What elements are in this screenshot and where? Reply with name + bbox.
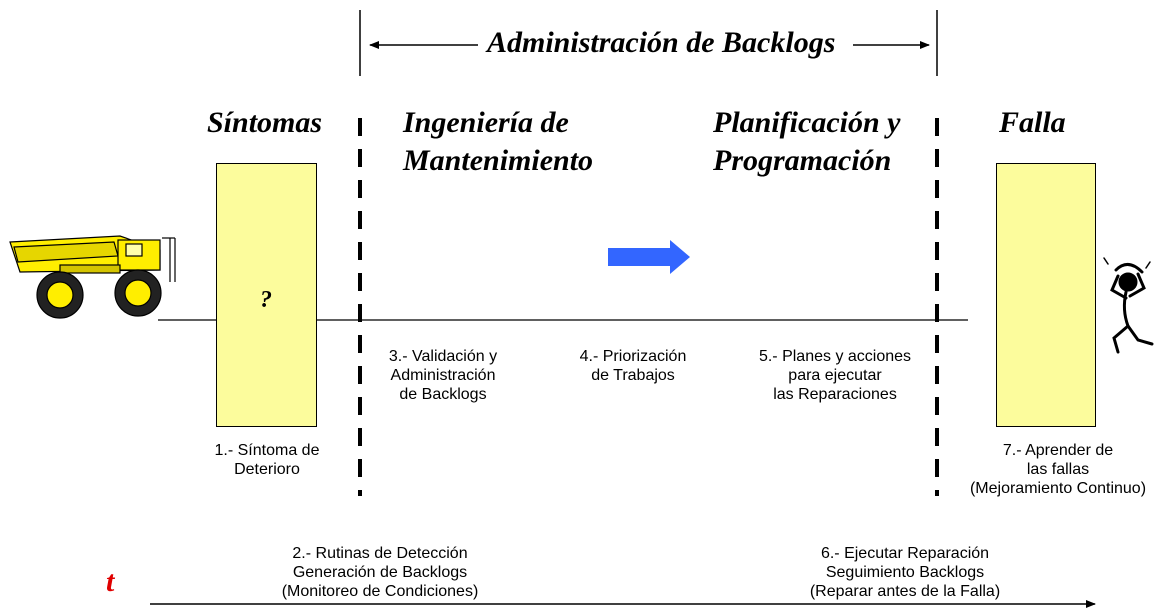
symptom-question-mark: ?	[260, 287, 272, 313]
step-6-label: 6.- Ejecutar Reparación Seguimiento Back…	[809, 545, 1001, 600]
stage-title-planificacion-line2: Programación	[713, 144, 892, 177]
step-4-label: 4.- Priorización de Trabajos	[579, 348, 687, 384]
header-title: Administración de Backlogs	[487, 26, 836, 59]
step-2-label: 2.- Rutinas de Detección Generación de B…	[281, 545, 479, 600]
step-5-label: 5.- Planes y acciones para ejecutar las …	[758, 348, 912, 403]
stage-title-ingenieria-line1: Ingeniería de	[403, 106, 569, 139]
failure-box	[996, 163, 1096, 427]
step-1-label: 1.- Síntoma de Deterioro	[214, 442, 320, 478]
stage-title-ingenieria-line2: Mantenimiento	[403, 144, 594, 177]
stage-title-falla: Falla	[999, 106, 1066, 139]
haul-truck-icon	[9, 235, 176, 319]
flow-arrow-icon	[608, 240, 690, 274]
worried-person-icon	[1103, 257, 1154, 354]
stage-title-sintomas: Síntomas	[207, 106, 323, 139]
step-3-label: 3.- Validación y Administración de Backl…	[388, 348, 498, 403]
step-7-label: 7.- Aprender de las fallas (Mejoramiento…	[969, 442, 1147, 497]
symptom-box: ?	[216, 163, 317, 427]
time-axis-label: t	[106, 565, 115, 598]
stage-title-planificacion-line1: Planificación y	[713, 106, 901, 139]
